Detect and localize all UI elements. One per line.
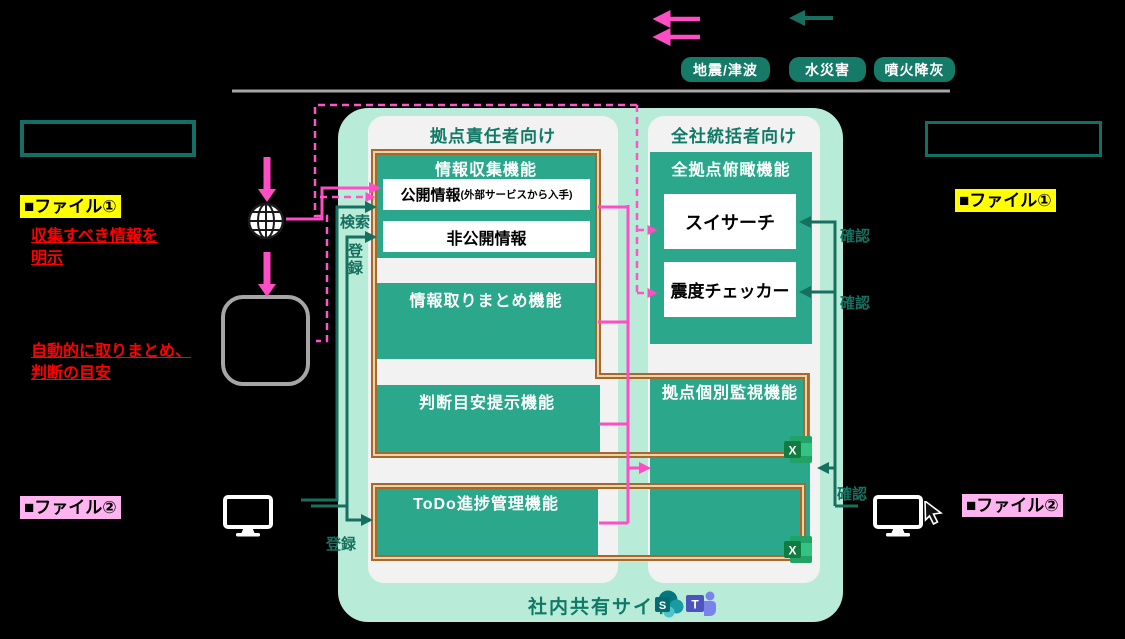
todo-box: ToDo進捗管理機能 bbox=[374, 486, 598, 561]
todo-title: ToDo進捗管理機能 bbox=[413, 496, 559, 513]
shindo-checker-label: 震度チェッカー bbox=[670, 282, 790, 301]
svg-text:S: S bbox=[659, 600, 666, 612]
svg-text:X: X bbox=[788, 444, 796, 458]
public-info-box[interactable]: 公開情報(外部サービスから入手) bbox=[383, 179, 590, 210]
disaster-tag-eruption: 噴火降灰 bbox=[874, 57, 955, 82]
confirm-label-shindo: 確認 bbox=[840, 295, 871, 312]
auto-note-line1: 自動的に取りまとめ、 bbox=[31, 343, 192, 360]
cursor-icon bbox=[924, 501, 944, 525]
public-info-note: (外部サービスから入手) bbox=[460, 189, 573, 201]
disaster-tag-flood: 水災害 bbox=[789, 57, 866, 82]
suisearch-box[interactable]: スイサーチ bbox=[664, 194, 796, 249]
monitor-icon-right bbox=[872, 494, 924, 538]
overview-title: 全拠点俯瞰機能 bbox=[671, 162, 791, 179]
excel-icon-site-monitor: X bbox=[784, 436, 812, 463]
file1-note-line1: 収集すべき情報を bbox=[31, 228, 158, 245]
svg-text:T: T bbox=[691, 598, 699, 612]
private-info-label: 非公開情報 bbox=[446, 230, 527, 248]
device-placeholder-box bbox=[221, 295, 310, 386]
file1-label-right: ■ファイル① bbox=[955, 189, 1056, 212]
public-info-label: 公開情報 bbox=[400, 187, 461, 204]
monitor-icon-left bbox=[222, 494, 274, 538]
confirm-label-monitor: 確認 bbox=[837, 486, 868, 503]
file2-label-left: ■ファイル② bbox=[20, 496, 121, 519]
hq-panel-title: 全社統括者向け bbox=[671, 127, 797, 146]
top-pink-arrows bbox=[652, 10, 700, 46]
legend-box-right bbox=[925, 121, 1102, 157]
suisearch-label: スイサーチ bbox=[685, 212, 775, 233]
file1-note-line2: 明示 bbox=[31, 249, 64, 267]
register-label-bottom: 登録 bbox=[326, 536, 357, 553]
file2-label-right: ■ファイル② bbox=[962, 494, 1063, 517]
disaster-tag-earthquake: 地震/津波 bbox=[681, 57, 770, 82]
svg-text:X: X bbox=[788, 544, 796, 558]
private-info-box[interactable]: 非公開情報 bbox=[383, 221, 590, 252]
register-label: 登録 bbox=[346, 243, 363, 277]
shindo-checker-box[interactable]: 震度チェッカー bbox=[664, 262, 796, 317]
info-collect-title: 情報収集機能 bbox=[434, 162, 537, 179]
search-label: 検索 bbox=[340, 214, 371, 231]
sharepoint-icon: S bbox=[654, 590, 684, 618]
legend-box-left bbox=[20, 120, 196, 157]
file1-label-left: ■ファイル① bbox=[20, 195, 121, 218]
excel-icon-todo: X bbox=[784, 536, 812, 563]
site-monitor-box: 拠点個別監視機能 bbox=[650, 373, 810, 560]
auto-note-line2: 判断の目安 bbox=[31, 364, 112, 382]
aggregate-box: 情報取りまとめ機能 bbox=[374, 283, 598, 359]
file1-note: 収集すべき情報を 明示 bbox=[31, 226, 158, 269]
auto-note: 自動的に取りまとめ、 判断の目安 bbox=[31, 341, 191, 384]
site-manager-panel-title: 拠点責任者向け bbox=[430, 127, 556, 146]
globe-icon bbox=[246, 201, 286, 241]
confirm-label-suisearch: 確認 bbox=[840, 228, 871, 245]
teams-icon: T bbox=[686, 589, 718, 618]
aggregate-title: 情報取りまとめ機能 bbox=[409, 293, 563, 310]
judgement-title: 判断目安提示機能 bbox=[418, 395, 555, 412]
site-monitor-title: 拠点個別監視機能 bbox=[661, 385, 798, 402]
shared-site-label: 社内共有サイト bbox=[528, 597, 676, 618]
judgement-box: 判断目安提示機能 bbox=[374, 385, 600, 453]
